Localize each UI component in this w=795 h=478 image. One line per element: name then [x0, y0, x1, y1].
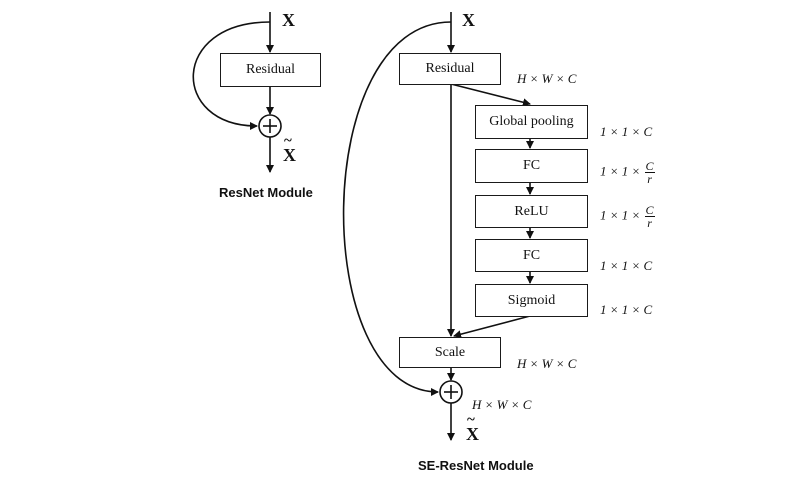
se-output-symbol: X [466, 412, 479, 445]
se-scale-box: Scale [399, 337, 501, 368]
se-sigmoid-to-scale [453, 315, 531, 339]
resnet-skip-connection [192, 21, 271, 130]
se-skip-connection [342, 21, 452, 396]
se-sigmoid-box: Sigmoid [475, 284, 588, 317]
resnet-output-symbol: X [283, 133, 296, 166]
se-input-label: X [462, 10, 475, 30]
se-residual-box: Residual [399, 53, 501, 85]
dim-residual: H × W × C [517, 71, 577, 86]
dim-sigmoid: 1 × 1 × C [600, 302, 653, 317]
dim-global-pooling: 1 × 1 × C [600, 124, 653, 139]
resnet-sum-node [258, 114, 282, 138]
se-global-pooling-box: Global pooling [475, 105, 588, 139]
resnet-caption: ResNet Module [219, 185, 313, 200]
resnet-output-label: X [283, 133, 296, 166]
resnet-residual-box: Residual [220, 53, 321, 87]
se-residual-to-pooling [450, 83, 531, 107]
se-output-label: X [466, 412, 479, 445]
se-fc1-box: FC [475, 149, 588, 183]
se-relu-box: ReLU [475, 195, 588, 228]
dim-scale: H × W × C [517, 356, 577, 371]
dim-sum: H × W × C [472, 397, 532, 412]
se-fc2-box: FC [475, 239, 588, 272]
dim-fc2: 1 × 1 × C [600, 258, 653, 273]
se-caption: SE-ResNet Module [418, 458, 534, 473]
resnet-input-label: X [282, 10, 295, 30]
